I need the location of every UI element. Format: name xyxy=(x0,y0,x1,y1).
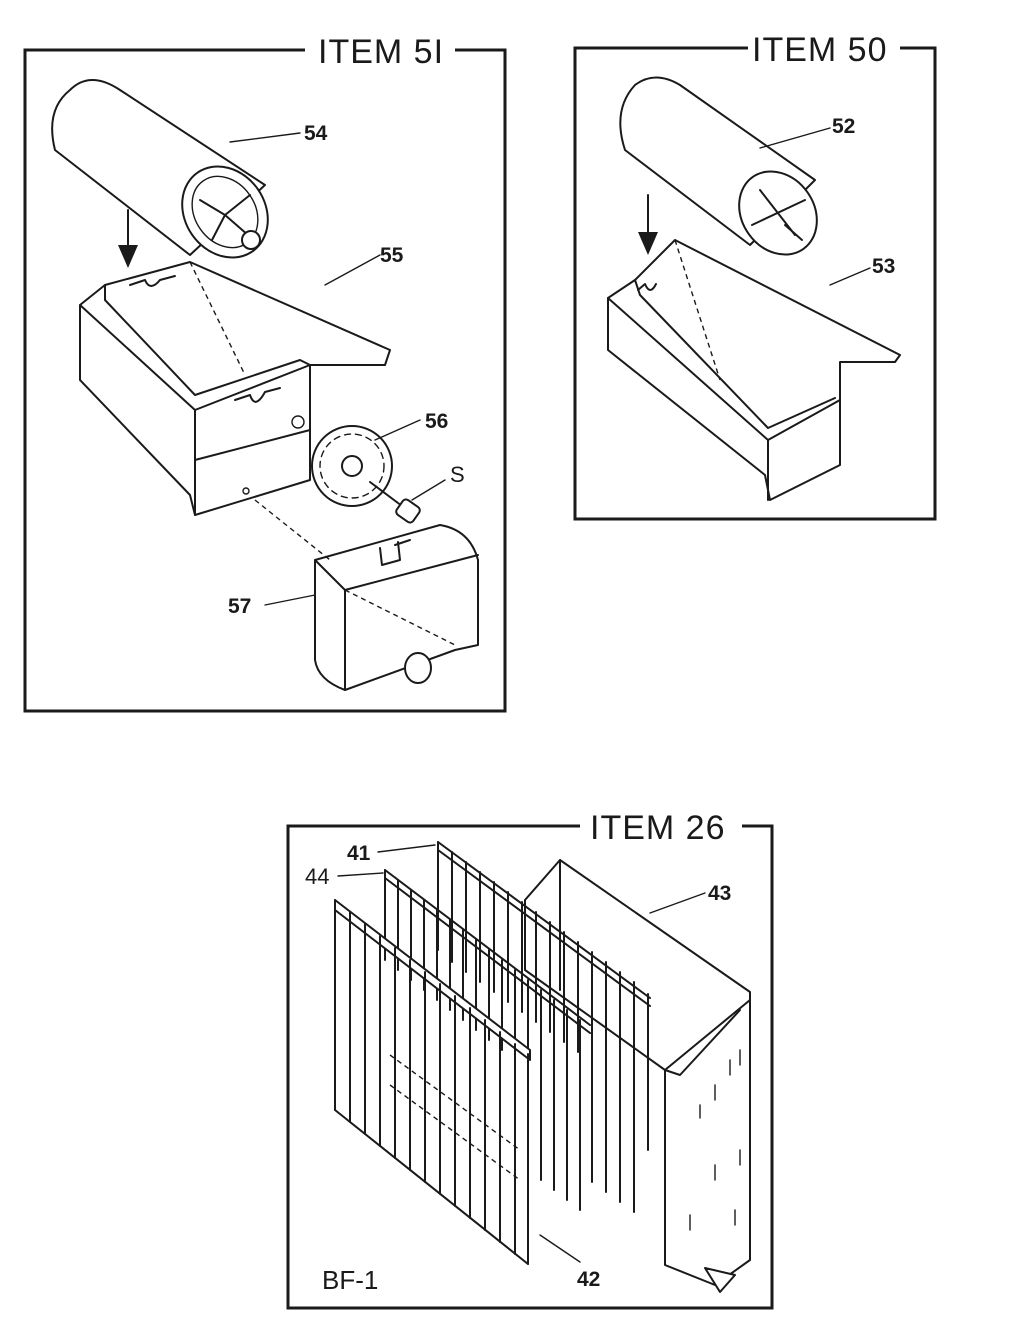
drum-54 xyxy=(51,79,269,259)
leader-56 xyxy=(374,419,421,441)
callout-43: 43 xyxy=(708,882,731,905)
callout-53: 53 xyxy=(872,255,895,278)
rack-44 xyxy=(384,869,591,1211)
screw-s xyxy=(369,481,421,524)
panel-item-50-frame xyxy=(573,46,937,521)
callout-41: 41 xyxy=(347,842,371,865)
leader-55 xyxy=(324,254,381,286)
sprocket-56 xyxy=(311,425,393,507)
callout-44: 44 xyxy=(305,864,329,889)
figure-code: BF-1 xyxy=(322,1265,378,1295)
panel-item-51-frame xyxy=(23,48,507,713)
rack-42 xyxy=(334,899,531,1265)
leader-54 xyxy=(229,132,301,143)
panel-item-51: ITEM 5I xyxy=(23,33,507,713)
panel-item-50-title: ITEM 50 xyxy=(752,31,887,69)
tray-55 xyxy=(79,261,391,516)
callout-56: 56 xyxy=(425,410,448,433)
panel-item-51-title: ITEM 5I xyxy=(318,33,444,71)
leader-52 xyxy=(759,127,831,149)
leader-57 xyxy=(264,594,316,606)
panel-item-26-title: ITEM 26 xyxy=(590,809,725,847)
leader-53 xyxy=(829,267,871,286)
leader-43 xyxy=(649,892,706,914)
leader-42 xyxy=(539,1234,581,1263)
callout-52: 52 xyxy=(832,115,855,138)
callout-s: S xyxy=(450,462,465,487)
leader-44 xyxy=(337,872,384,877)
drum-52 xyxy=(619,76,818,256)
box-43 xyxy=(524,859,751,1293)
callout-55: 55 xyxy=(380,244,404,267)
panel-item-50: ITEM 50 52 53 xyxy=(573,31,937,521)
callout-42: 42 xyxy=(577,1268,600,1291)
panel-item-26-frame xyxy=(286,824,774,1310)
leader-s xyxy=(411,479,446,501)
panel-item-26: ITEM 26 xyxy=(286,809,774,1310)
rack-41 xyxy=(437,841,651,1213)
cover-57 xyxy=(254,499,479,691)
callout-57: 57 xyxy=(228,595,251,618)
callout-54: 54 xyxy=(304,122,328,145)
tray-53 xyxy=(607,239,901,501)
leader-41 xyxy=(377,844,436,853)
